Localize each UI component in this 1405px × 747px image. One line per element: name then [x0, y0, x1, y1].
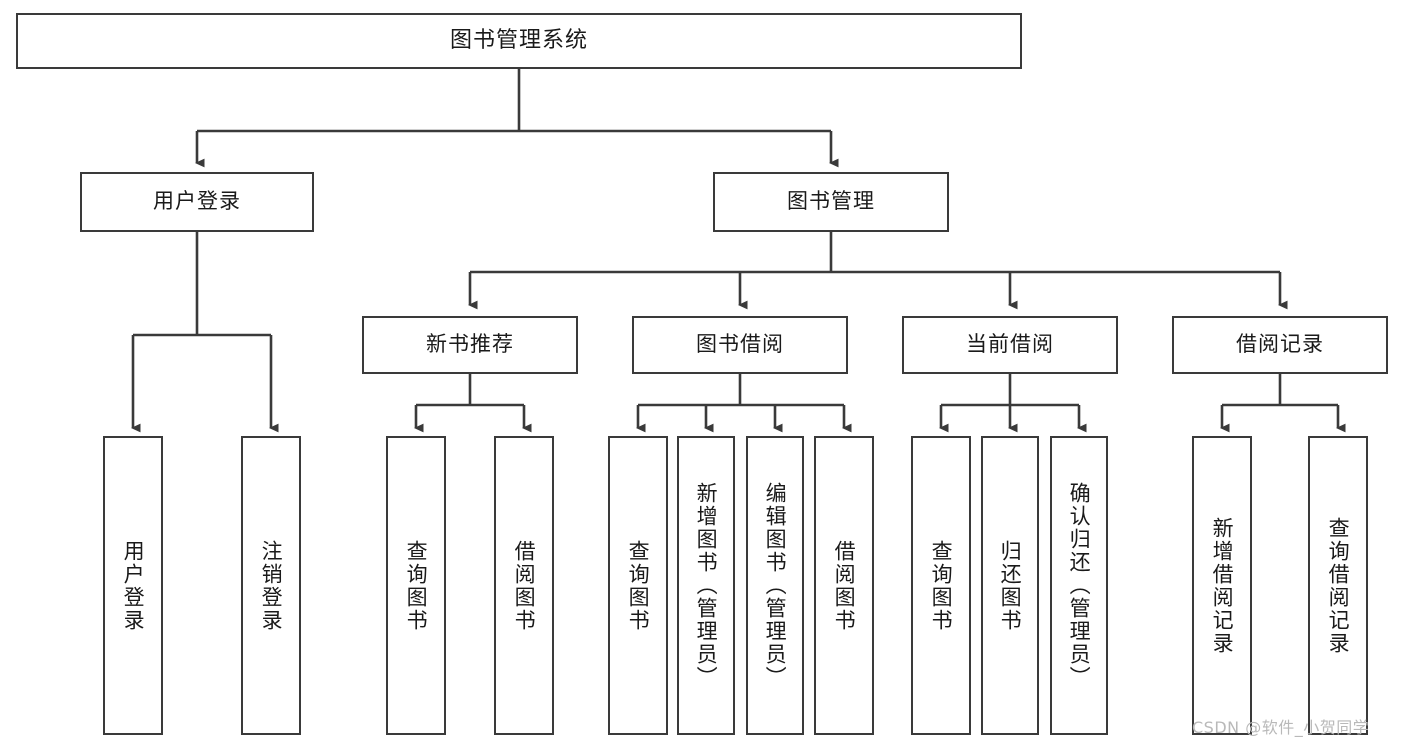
leaf-edit-book-label: 编辑图书（管理员） [763, 482, 788, 689]
node-user-login[interactable]: 用户登录 [80, 172, 314, 232]
leaf-add-book-label: 新增图书（管理员） [694, 482, 719, 689]
leaf-add-book[interactable]: 新增图书（管理员） [677, 436, 735, 735]
node-new-book-rec[interactable]: 新书推荐 [362, 316, 578, 374]
leaf-query-book-3-label: 查询图书 [929, 539, 954, 632]
leaf-borrow-book-2[interactable]: 借阅图书 [814, 436, 874, 735]
node-current-borrow[interactable]: 当前借阅 [902, 316, 1118, 374]
node-new-book-rec-label: 新书推荐 [426, 332, 514, 357]
leaf-user-login-label: 用户登录 [121, 539, 146, 632]
node-book-borrow[interactable]: 图书借阅 [632, 316, 848, 374]
leaf-query-book-3[interactable]: 查询图书 [911, 436, 971, 735]
leaf-borrow-book-2-label: 借阅图书 [832, 539, 857, 632]
leaf-logout[interactable]: 注销登录 [241, 436, 301, 735]
leaf-query-record-label: 查询借阅记录 [1326, 516, 1351, 655]
node-borrow-record[interactable]: 借阅记录 [1172, 316, 1388, 374]
leaf-user-login[interactable]: 用户登录 [103, 436, 163, 735]
node-book-borrow-label: 图书借阅 [696, 332, 784, 357]
leaf-query-record[interactable]: 查询借阅记录 [1308, 436, 1368, 735]
leaf-return-book-label: 归还图书 [998, 539, 1023, 632]
node-root[interactable]: 图书管理系统 [16, 13, 1022, 69]
leaf-query-book-1[interactable]: 查询图书 [386, 436, 446, 735]
node-book-manage[interactable]: 图书管理 [713, 172, 949, 232]
leaf-borrow-book-1-label: 借阅图书 [512, 539, 537, 632]
leaf-query-book-2-label: 查询图书 [626, 539, 651, 632]
leaf-confirm-return-label: 确认归还（管理员） [1067, 482, 1092, 689]
leaf-borrow-book-1[interactable]: 借阅图书 [494, 436, 554, 735]
leaf-logout-label: 注销登录 [259, 539, 284, 632]
leaf-return-book[interactable]: 归还图书 [981, 436, 1039, 735]
node-user-login-label: 用户登录 [153, 189, 241, 214]
node-book-manage-label: 图书管理 [787, 189, 875, 214]
leaf-add-record[interactable]: 新增借阅记录 [1192, 436, 1252, 735]
leaf-query-book-1-label: 查询图书 [404, 539, 429, 632]
leaf-query-book-2[interactable]: 查询图书 [608, 436, 668, 735]
csdn-watermark: CSDN @软件_小贺同学 [1192, 718, 1370, 737]
leaf-edit-book[interactable]: 编辑图书（管理员） [746, 436, 804, 735]
node-current-borrow-label: 当前借阅 [966, 332, 1054, 357]
leaf-add-record-label: 新增借阅记录 [1210, 516, 1235, 655]
leaf-confirm-return[interactable]: 确认归还（管理员） [1050, 436, 1108, 735]
node-root-label: 图书管理系统 [449, 27, 588, 53]
node-borrow-record-label: 借阅记录 [1236, 332, 1324, 357]
